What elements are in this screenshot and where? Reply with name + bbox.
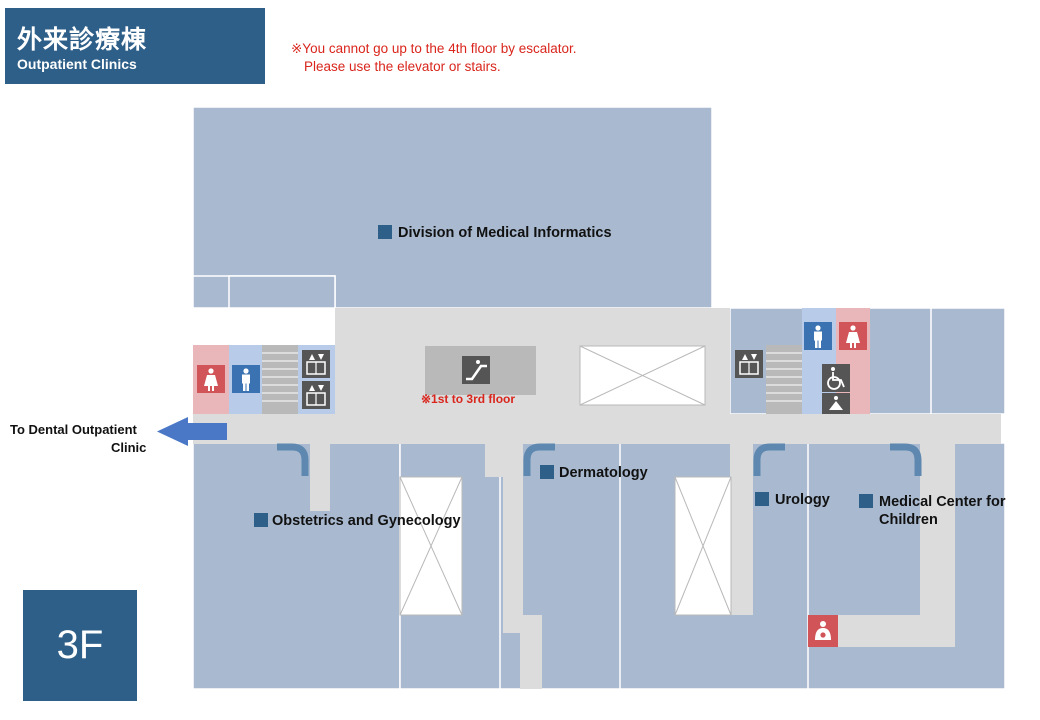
elevator-icon xyxy=(302,381,330,409)
dept-medical-informatics-label: Division of Medical Informatics xyxy=(398,225,612,241)
left-arrow-icon xyxy=(157,417,227,446)
dept-urology-label: Urology xyxy=(775,492,830,508)
building-title-jp: 外来診療棟 xyxy=(17,26,148,54)
women-restroom-icon xyxy=(197,365,225,393)
escalator-notice-line1: ※You cannot go up to the 4th floor by es… xyxy=(291,41,577,56)
dept-dermatology-label: Dermatology xyxy=(559,465,648,481)
dept-children[interactable]: Medical Center for xyxy=(859,493,1006,511)
women-restroom-icon xyxy=(839,322,867,350)
dept-marker xyxy=(254,513,268,527)
dept-children-label-2: Children xyxy=(879,512,938,528)
dept-urology[interactable]: Urology xyxy=(755,491,830,509)
men-restroom-icon xyxy=(232,365,260,393)
escalator-notice-line2: Please use the elevator or stairs. xyxy=(304,59,501,74)
building-title-en: Outpatient Clinics xyxy=(17,56,137,72)
dept-obgyn-label: Obstetrics and Gynecology xyxy=(272,513,461,529)
exit-dental-line1[interactable]: To Dental Outpatient xyxy=(10,422,137,437)
dept-marker xyxy=(378,225,392,239)
dept-marker xyxy=(755,492,769,506)
main-corridor xyxy=(193,414,1001,444)
dept-marker xyxy=(540,465,554,479)
escalator-floor-note: ※1st to 3rd floor xyxy=(421,392,516,406)
nursing-room-icon xyxy=(808,615,838,647)
elevator-icon xyxy=(735,350,763,378)
exit-dental-line2[interactable]: Clinic xyxy=(111,440,147,455)
dept-obgyn[interactable]: Obstetrics and Gynecology xyxy=(254,512,461,530)
stairs-icon xyxy=(766,345,802,414)
men-restroom-icon xyxy=(804,322,832,350)
dept-dermatology[interactable]: Dermatology xyxy=(540,464,648,482)
dept-medical-informatics[interactable]: Division of Medical Informatics xyxy=(378,224,612,242)
elevator-icon xyxy=(302,350,330,378)
baby-changing-icon xyxy=(822,393,850,414)
wheelchair-icon xyxy=(822,364,850,392)
dept-children-label-1: Medical Center for xyxy=(879,494,1006,510)
floor-number-badge: 3F xyxy=(23,590,137,701)
escalator-icon xyxy=(462,356,490,384)
dept-marker xyxy=(859,494,873,508)
building-title-box: 外来診療棟 Outpatient Clinics xyxy=(5,8,265,84)
stairs-icon xyxy=(262,345,298,414)
medical-informatics-room xyxy=(192,106,713,309)
